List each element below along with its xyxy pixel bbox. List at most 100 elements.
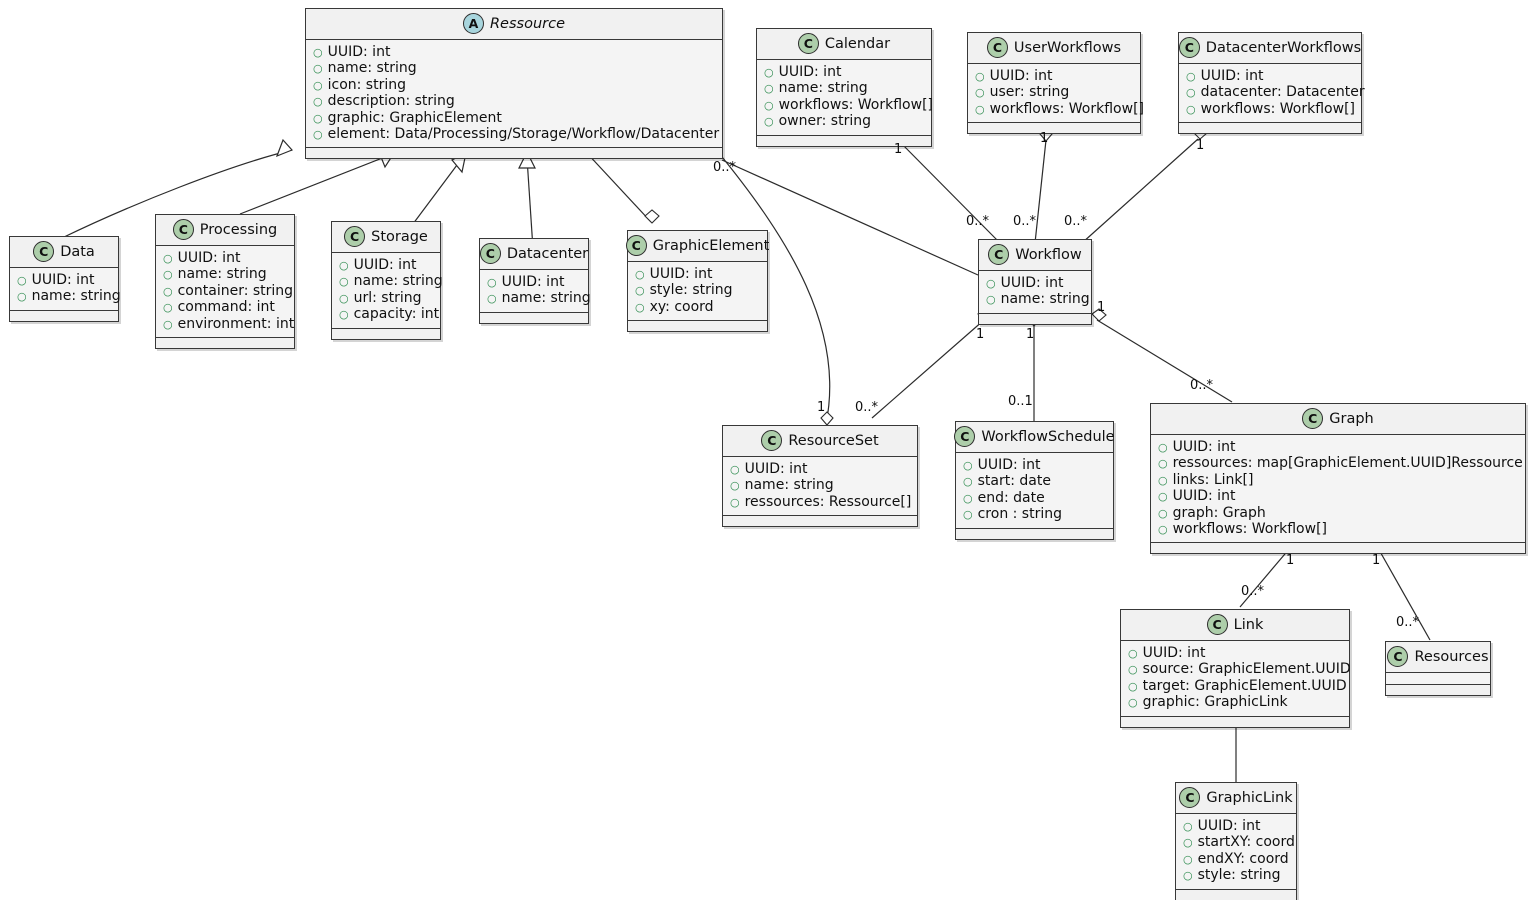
attribute-text: startXY: coord — [1197, 834, 1295, 851]
class-icon: C — [954, 426, 976, 447]
class-workflow[interactable]: C Workflow ○UUID: int ○name: string — [978, 239, 1092, 325]
class-data[interactable]: C Data ○UUID: int ○name: string — [9, 236, 121, 322]
attribute-row: ○UUID: int — [635, 266, 761, 282]
class-ressource[interactable]: A Ressource ○UUID: int ○name: string ○ic… — [305, 8, 723, 160]
attribute-row: ○capacity: int — [339, 306, 439, 322]
attribute-row: ○UUID: int — [17, 272, 112, 288]
attribute-row: ○UUID: int — [163, 250, 288, 266]
class-title: ResourceSet — [788, 432, 879, 449]
attribute-text: name: string — [353, 273, 443, 290]
visibility-public-icon: ○ — [163, 268, 173, 282]
class-title: GraphicLink — [1206, 789, 1293, 806]
multiplicity-ressource-workflow: 0..* — [713, 160, 737, 175]
attribute-row: ○name: string — [764, 80, 925, 96]
attribute-text: UUID: int — [327, 44, 391, 60]
method-compartment — [1121, 716, 1349, 727]
class-resourceset[interactable]: C ResourceSet ○UUID: int ○name: string ○… — [722, 425, 918, 528]
class-icon: C — [1179, 787, 1201, 808]
attribute-row: ○source: GraphicElement.UUID — [1128, 661, 1351, 677]
class-userworkflows[interactable]: C UserWorkflows ○UUID: int ○user: string… — [967, 32, 1144, 135]
class-header: C UserWorkflows — [968, 33, 1140, 64]
method-compartment — [1179, 123, 1361, 134]
attribute-row: ○ name: string — [339, 273, 443, 289]
visibility-public-icon: ○ — [163, 252, 173, 265]
class-title: WorkflowSchedule — [981, 428, 1115, 445]
edge-userworkflows-workflow — [1034, 139, 1047, 244]
multiplicity-graph-resources: 1 — [1372, 553, 1381, 568]
visibility-public-icon: ○ — [163, 301, 173, 315]
class-datacenterworkflows[interactable]: C DatacenterWorkflows ○UUID: int ○datace… — [1178, 32, 1365, 135]
class-title: GraphicElement — [652, 237, 770, 254]
attribute-row: ○ UUID: int — [975, 68, 1134, 84]
method-compartment — [156, 338, 294, 349]
class-header: C Workflow — [979, 240, 1091, 271]
class-icon: C — [1178, 37, 1200, 58]
class-icon: C — [1387, 646, 1409, 667]
visibility-public-icon: ○ — [1186, 70, 1196, 83]
attribute-list: ○UUID: int ○name: string — [979, 271, 1091, 314]
attribute-text: cron : string — [977, 506, 1062, 523]
attribute-row: ○element: Data/Processing/Storage/Workfl… — [313, 126, 719, 142]
method-compartment — [1386, 685, 1490, 695]
attribute-text: name: string — [31, 288, 121, 305]
attribute-text: UUID: int — [1200, 68, 1264, 84]
class-graphiclink[interactable]: C GraphicLink ○UUID: int ○startXY: coord… — [1175, 782, 1297, 900]
class-title: Calendar — [824, 35, 891, 52]
attribute-list: ○UUID: int ○user: string ○workflows: Wor… — [968, 64, 1144, 124]
attribute-text: ressources: map[GraphicElement.UUID]Ress… — [1172, 455, 1523, 472]
visibility-public-icon: ○ — [1158, 490, 1168, 504]
attribute-text: graph: Graph — [1172, 504, 1266, 521]
class-title: Resources — [1414, 648, 1489, 665]
attribute-row: ○name: string — [487, 290, 591, 306]
multiplicity-workflow-top-mid: 0..* — [1013, 214, 1037, 229]
attribute-text: start: date — [977, 473, 1051, 490]
attribute-row: ○url: string — [339, 290, 434, 306]
visibility-public-icon: ○ — [963, 508, 973, 522]
visibility-public-icon: ○ — [313, 111, 323, 125]
class-datacenter[interactable]: C Datacenter ○UUID: int ○name: string — [479, 238, 591, 324]
attribute-text: name: string — [744, 477, 834, 494]
method-compartment — [757, 135, 931, 146]
attribute-row: ○workflows: Workflow[] — [1158, 521, 1519, 537]
visibility-public-icon: ○ — [764, 82, 774, 96]
class-processing[interactable]: C Processing ○UUID: int ○name: string ○c… — [155, 214, 295, 350]
multiplicity-workflow-bot-right: 1 — [1097, 300, 1106, 315]
class-graph[interactable]: C Graph ○UUID: int ○ressources: map[Grap… — [1150, 403, 1526, 555]
class-link[interactable]: C Link ○UUID: int ○source: GraphicElemen… — [1120, 609, 1351, 728]
attribute-list: ○UUID: int ○name: string ○container: str… — [156, 246, 294, 339]
attribute-row: ○end: date — [963, 490, 1107, 506]
visibility-public-icon: ○ — [487, 276, 497, 289]
attribute-row: ○endXY: coord — [1183, 851, 1290, 867]
class-calendar[interactable]: C Calendar ○UUID: int ○name: string ○wor… — [756, 28, 933, 147]
attribute-row: ○graphic: GraphicLink — [1128, 694, 1343, 710]
attribute-text: UUID: int — [1172, 488, 1236, 505]
visibility-public-icon: ○ — [730, 463, 740, 476]
visibility-public-icon: ○ — [975, 70, 985, 83]
class-header: C GraphicElement — [625, 231, 770, 262]
attribute-text: UUID: int — [989, 68, 1053, 84]
attribute-list: ○UUID: int ○start: date ○end: date ○cron… — [956, 453, 1113, 529]
visibility-public-icon: ○ — [339, 275, 349, 289]
attribute-text: UUID: int — [1172, 439, 1236, 455]
attribute-text: end: date — [977, 489, 1045, 506]
class-storage[interactable]: C Storage ○UUID: int ○name: string ○url:… — [331, 221, 443, 340]
visibility-public-icon: ○ — [975, 86, 985, 100]
class-title: Link — [1233, 616, 1264, 633]
visibility-public-icon: ○ — [1128, 647, 1138, 660]
class-resources[interactable]: C Resources — [1385, 641, 1491, 696]
attribute-text: workflows: Workflow[] — [1200, 100, 1355, 117]
attribute-text: name: string — [327, 60, 417, 77]
visibility-public-icon: ○ — [635, 284, 645, 298]
class-workflowschedule[interactable]: C WorkflowSchedule ○UUID: int ○start: da… — [954, 421, 1115, 540]
attribute-text: UUID: int — [649, 266, 713, 282]
class-graphicelement[interactable]: C GraphicElement ○UUID: int ○style: stri… — [625, 230, 770, 333]
abstract-class-icon: A — [462, 13, 484, 34]
visibility-public-icon: ○ — [339, 308, 349, 322]
multiplicity-workflowschedule: 0..1 — [1008, 394, 1033, 409]
attribute-row: ○name: string — [986, 291, 1090, 307]
method-compartment — [979, 313, 1091, 324]
class-icon: C — [1302, 408, 1324, 429]
attribute-text: name: string — [1000, 291, 1090, 308]
multiplicity-workflow-bot-mid: 1 — [1026, 327, 1035, 342]
visibility-public-icon: ○ — [313, 78, 323, 92]
